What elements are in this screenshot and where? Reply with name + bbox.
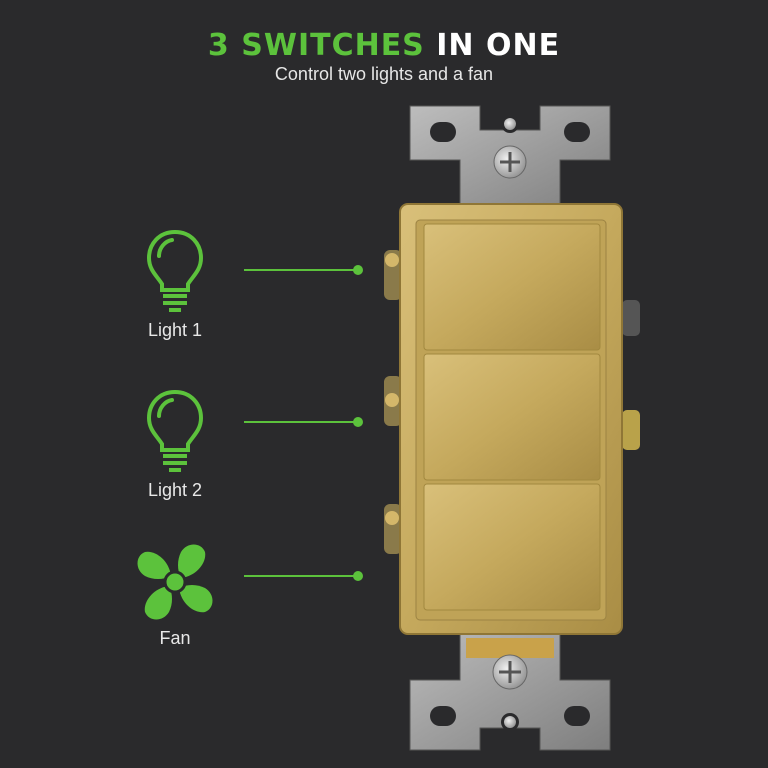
feature-light-2: Light 2 <box>110 388 240 501</box>
connector-line <box>244 421 356 423</box>
feature-label: Light 1 <box>147 320 203 340</box>
headline: 3 SWITCHES IN ONE <box>0 28 768 63</box>
feature-label: Light 2 <box>147 480 203 500</box>
lightbulb-icon <box>146 229 204 312</box>
connector-line <box>244 269 356 271</box>
feature-fan: Fan <box>110 544 240 649</box>
headline-highlight: 3 SWITCHES <box>207 28 425 63</box>
side-terminal-screws <box>384 250 640 554</box>
fan-icon <box>137 544 213 620</box>
connector-dot <box>353 265 363 275</box>
connector-dot <box>353 417 363 427</box>
rocker-switch-2 <box>423 353 601 481</box>
connector-line <box>244 575 356 577</box>
rocker-switch-3 <box>423 483 601 611</box>
headline-rest: IN ONE <box>436 28 561 63</box>
subtitle: Control two lights and a fan <box>274 64 494 84</box>
connector-dot <box>353 571 363 581</box>
top-mounting-strap <box>409 105 611 211</box>
triple-switch-illustration <box>384 105 640 751</box>
bottom-mounting-strap <box>409 629 611 751</box>
rocker-switch-1 <box>423 223 601 351</box>
feature-label: Fan <box>159 628 191 648</box>
lightbulb-icon <box>146 389 204 472</box>
feature-light-1: Light 1 <box>110 228 240 341</box>
